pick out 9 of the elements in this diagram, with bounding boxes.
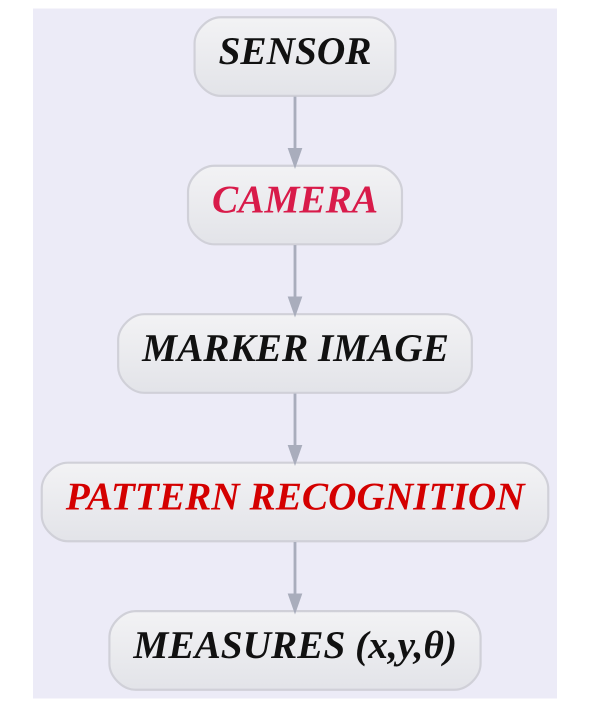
node-box: SENSOR xyxy=(193,16,397,97)
node-box: MARKER IMAGE xyxy=(117,313,473,394)
arrow xyxy=(288,245,302,318)
arrow xyxy=(288,96,302,170)
arrow xyxy=(288,394,302,466)
arrow xyxy=(288,542,302,614)
node-box: CAMERA xyxy=(186,164,404,246)
node-box: PATTERN RECOGNITION xyxy=(40,462,550,542)
node-box: MEASURES (x,y,θ) xyxy=(108,610,482,691)
